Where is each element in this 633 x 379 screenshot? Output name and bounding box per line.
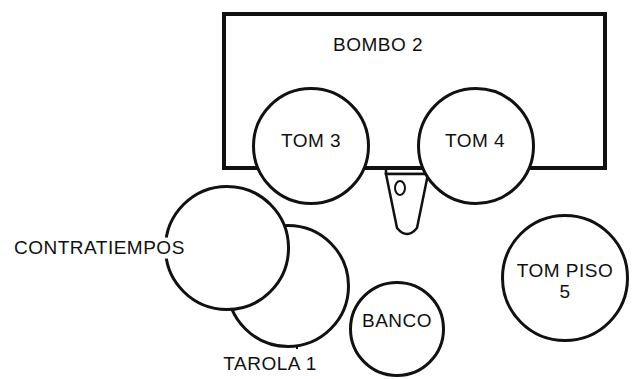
part-label: BOMBO 2 <box>331 35 425 56</box>
label-holder: BOMBO 2 <box>331 35 425 56</box>
circle-outline <box>228 226 349 347</box>
circle-outline <box>419 89 534 204</box>
bass-pedal <box>386 174 428 234</box>
label-holder: BANCO <box>353 311 441 332</box>
label-holder: TOM 3 <box>279 131 343 152</box>
rect-outline <box>224 14 605 168</box>
part-label: BANCO <box>360 311 434 332</box>
part-label: TOM 3 <box>279 131 343 152</box>
part-label: CONTRATIEMPOS <box>12 238 187 259</box>
circle-outline <box>503 216 628 341</box>
rack-tom: TOM 4 <box>417 87 535 205</box>
circle-outline <box>351 283 444 376</box>
floor-tom: TOM PISO 5 <box>501 214 629 342</box>
circle-outline <box>254 89 369 204</box>
hi-hat: CONTRATIEMPOS <box>164 185 290 311</box>
label-holder: TOM PISO 5 <box>513 261 617 303</box>
label-holder: CONTRATIEMPOS <box>12 238 187 259</box>
rack-tom: TOM 3 <box>252 87 370 205</box>
drum-stool: BANCO <box>349 281 445 377</box>
label-holder: TAROLA 1 <box>221 354 318 375</box>
label-holder: TOM 4 <box>443 131 507 152</box>
part-label: TAROLA 1 <box>221 354 318 375</box>
part-label: TOM PISO 5 <box>513 261 617 303</box>
part-label: TOM 4 <box>443 131 507 152</box>
pedal-beater <box>395 181 405 195</box>
